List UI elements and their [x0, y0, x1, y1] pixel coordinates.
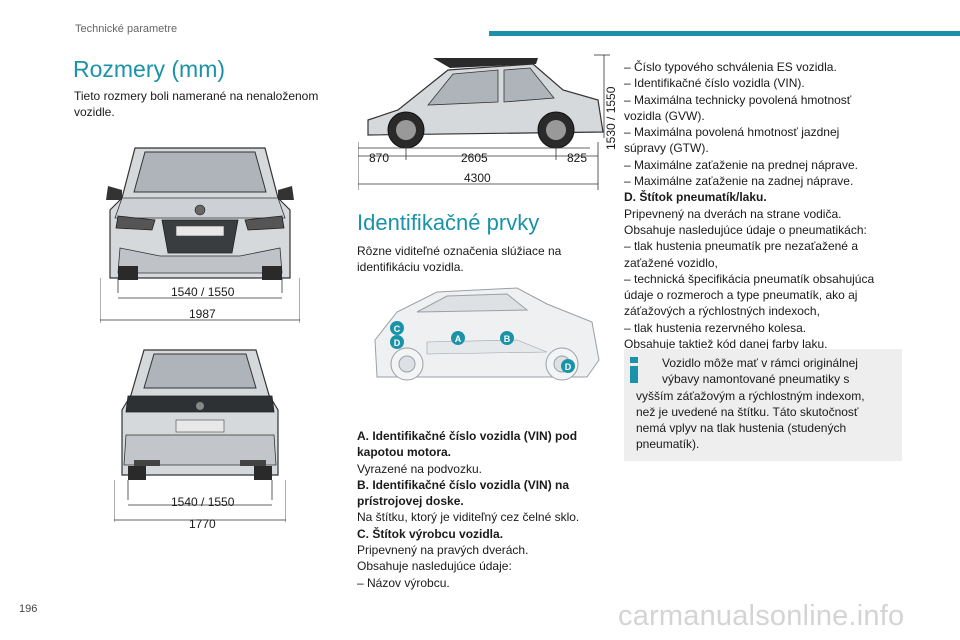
dimensions-intro: Tieto rozmery boli namerané na nenaložen…: [74, 88, 318, 121]
text-line: – Maximálna povolená hmotnosť jazdnej: [624, 125, 840, 140]
text-line: zaťažené vozidlo,: [624, 255, 718, 270]
info-box: Vozidlo môže mať v rámci originálnej výb…: [624, 349, 902, 461]
item-b-title: prístrojovej doske.: [357, 494, 464, 509]
length-label: 4300: [464, 171, 491, 185]
text-line: súpravy (GTW).: [624, 141, 709, 156]
section-header: Technické parametre: [75, 23, 178, 35]
text-line: – tlak hustenia pneumatík pre nezaťažené…: [624, 239, 858, 254]
wheelbase-label: 2605: [461, 151, 488, 165]
car-front-view-illustration: [100, 147, 300, 323]
identification-title: Identifikačné prvky: [357, 210, 540, 235]
rear-overhang-label: 825: [567, 151, 588, 165]
text-line: – tlak hustenia rezervného kolesa.: [624, 320, 807, 335]
text-line: – technická špecifikácia pneumatík obsah…: [624, 271, 875, 286]
item-a-title: A. Identifikačné číslo vozidla (VIN) pod: [357, 429, 578, 443]
text-line: – Maximálna technicky povolená hmotnosť: [624, 92, 852, 107]
identification-intro: Rôzne viditeľné označenia slúžiace na id…: [357, 243, 561, 276]
identification-intro-line: identifikáciu vozidla.: [357, 260, 464, 275]
item-c-title: C. Štítok výrobcu vozidla.: [357, 526, 504, 541]
info-text-line: nemá vplyv na tlak hustenia (studených: [636, 421, 847, 436]
item-b-title: B. Identifikačné číslo vozidla (VIN) na: [357, 477, 570, 492]
text-line: záťažových a rýchlostných indexoch,: [624, 304, 820, 319]
info-text-line: Vozidlo môže mať v rámci originálnej: [662, 356, 858, 370]
marker-b: B: [504, 334, 511, 344]
marker-c: C: [394, 324, 401, 334]
info-text-line: než je uvedené na štítku. Táto skutočnos…: [636, 404, 859, 419]
manufacturer-plate-details: – Číslo typového schválenia ES vozidla. …: [624, 59, 909, 352]
marker-d: D: [565, 362, 572, 372]
info-text-line: pneumatík).: [636, 437, 700, 452]
header-accent-bar: [489, 31, 960, 36]
text-line: – Číslo typového schválenia ES vozidla.: [624, 60, 837, 74]
height-label: 1530 / 1550: [604, 86, 618, 150]
text-line: Obsahuje nasledujúce údaje o pneumatikác…: [624, 222, 867, 237]
page-number: 196: [19, 603, 38, 615]
text-line: údaje o rozmeroch a type pneumatík, ako …: [624, 288, 858, 303]
item-a-title: kapotou motora.: [357, 445, 452, 460]
front-width-label: 1987: [189, 307, 216, 321]
text-line: vozidla (GVW).: [624, 108, 705, 123]
marker-d: D: [394, 338, 401, 348]
info-text-line: vyšším záťažovým a rýchlostným indexom,: [636, 388, 865, 403]
text-line: – Identifikačné číslo vozidla (VIN).: [624, 76, 805, 91]
dimensions-intro-line: Tieto rozmery boli namerané na nenaložen…: [74, 89, 319, 103]
identification-intro-line: Rôzne viditeľné označenia slúžiace na: [357, 244, 562, 258]
text-line: Pripevnený na dverách na strane vodiča.: [624, 206, 842, 221]
text-line: – Maximálne zaťaženie na zadnej náprave.: [624, 174, 854, 189]
front-track-label: 1540 / 1550: [171, 285, 235, 299]
car-rear-view-illustration: [114, 349, 286, 522]
info-icon: [630, 357, 638, 383]
info-text-line: výbavy namontované pneumatiky s: [662, 372, 850, 387]
front-overhang-label: 870: [369, 151, 390, 165]
marker-a: A: [455, 334, 462, 344]
text-line: – Maximálne zaťaženie na prednej náprave…: [624, 157, 858, 172]
rear-track-label: 1540 / 1550: [171, 495, 235, 509]
item-d-title: D. Štítok pneumatík/laku.: [624, 190, 767, 205]
text-line: Obsahuje taktiež kód danej farby laku.: [624, 337, 828, 352]
item-c-list-item: – Názov výrobcu.: [357, 575, 450, 590]
car-identification-illustration: C D A B D: [374, 287, 600, 381]
dimensions-intro-line: vozidle.: [74, 105, 115, 120]
watermark: carmanualsonline.info: [618, 600, 905, 632]
item-c-text: Obsahuje nasledujúce údaje:: [357, 559, 512, 574]
dimensions-title: Rozmery (mm): [73, 56, 226, 82]
item-a-text: Vyrazené na podvozku.: [357, 461, 482, 476]
car-side-view-illustration: [358, 54, 610, 190]
rear-width-label: 1770: [189, 517, 216, 531]
item-b-text: Na štítku, ktorý je viditeľný cez čelné …: [357, 510, 580, 525]
item-c-text: Pripevnený na pravých dverách.: [357, 543, 529, 558]
identification-details: A. Identifikačné číslo vozidla (VIN) pod…: [357, 428, 597, 591]
